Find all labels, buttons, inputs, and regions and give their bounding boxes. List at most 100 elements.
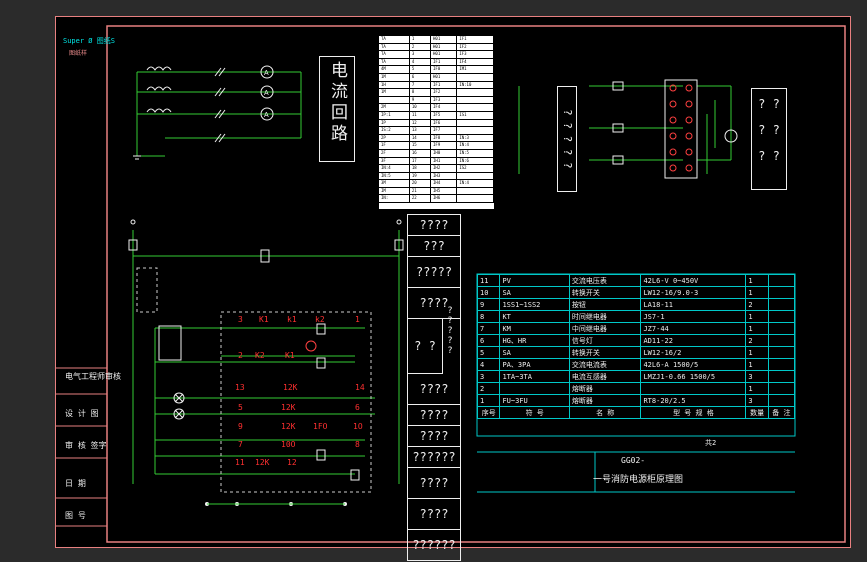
legend-cell: IF2 <box>430 88 458 97</box>
parts-cell: AD11-22 <box>640 334 747 347</box>
legend-cell <box>456 194 494 204</box>
legend-cell: IH6 <box>430 194 458 204</box>
parts-cell: 1SS1~1SS2 <box>499 298 570 311</box>
mini-q: ? <box>447 346 453 356</box>
parts-cell: 熔断器 <box>568 382 642 395</box>
ctl-label: 7 <box>238 440 243 449</box>
current-loop-title: 电流回路 <box>319 56 355 162</box>
legend-cell: 16 <box>409 149 432 158</box>
legend-cell: IP <box>379 119 410 128</box>
svg-text:A: A <box>264 90 269 97</box>
qcell: ??? <box>408 236 460 257</box>
parts-cell: RT8-20/2.5 <box>640 394 747 407</box>
ctl-label: 11 <box>235 458 245 467</box>
parts-cell: 交流电流表 <box>568 358 642 371</box>
parts-header-row: 序号符 号名 称型 号 规 格数量备 注 <box>476 406 796 419</box>
ct2-coil <box>146 86 172 91</box>
legend-cell: 20 <box>409 179 432 188</box>
parts-header-cell: 名 称 <box>568 406 642 419</box>
legend-cell: 19 <box>409 172 432 181</box>
legend-cell: TA <box>379 43 410 52</box>
outer-frame <box>55 16 851 548</box>
parts-cell: 4 <box>476 358 501 371</box>
ctl-label: K2 <box>255 351 265 360</box>
titleblock-row-3: 审 核 签字 <box>65 441 107 450</box>
ctl-label: 12K <box>281 403 296 412</box>
ctl-label: 10O <box>281 440 296 449</box>
legend-cell: 11 <box>409 111 432 120</box>
legend-cell: 2P <box>379 134 410 143</box>
legend-cell: 1H <box>379 81 410 90</box>
ctl-label: 12K <box>283 383 298 392</box>
legend-cell: IF4 <box>456 58 494 67</box>
ammeter-1-icon <box>260 65 274 79</box>
legend-cell: IF7 <box>430 126 458 135</box>
parts-cell: JZ7-44 <box>640 322 747 335</box>
legend-cell: 6 <box>409 73 432 82</box>
legend-cell: IF0 <box>430 65 458 74</box>
qcell: ???? <box>408 426 460 447</box>
parts-cell: 1 <box>745 358 769 371</box>
qcell: ???? <box>408 374 460 405</box>
parts-cell: 2 <box>745 298 769 311</box>
legend-cell: IF1 <box>456 36 494 44</box>
parts-cell: 电流互感器 <box>568 370 642 383</box>
legend-cell: TA <box>379 36 410 44</box>
legend-cell <box>456 187 494 196</box>
current-loop <box>136 71 302 157</box>
legend-cell: IF1 <box>430 58 458 67</box>
parts-cell: 5 <box>476 346 501 359</box>
ctl-label: 12K <box>281 422 296 431</box>
parts-cell: SA <box>499 346 570 359</box>
parts-cell: 交流电压表 <box>568 274 642 287</box>
parts-cell: 1 <box>745 310 769 323</box>
ammeter-3-icon <box>260 107 274 121</box>
ctl-label: 13 <box>235 383 245 392</box>
qcell: ???? <box>408 499 460 530</box>
parts-cell: 中间继电器 <box>568 322 642 335</box>
parts-cell <box>767 334 796 347</box>
terminal-block <box>664 79 698 179</box>
parts-cell: 6 <box>476 334 501 347</box>
legend-cell: IH5 <box>430 187 458 196</box>
parts-cell <box>767 382 796 395</box>
parts-cell: 1 <box>745 286 769 299</box>
ctl-label: K1 <box>259 315 269 324</box>
svg-text:A: A <box>264 112 269 119</box>
legend-cell: TA <box>379 50 410 59</box>
ctl-label: 3 <box>238 315 243 324</box>
legend-cell: 17 <box>409 157 432 166</box>
legend-cell: 15 <box>409 141 432 150</box>
legend-cell: IN:6 <box>456 157 494 166</box>
ctl-label: 8 <box>355 440 360 449</box>
legend-cell: 1 <box>409 36 432 44</box>
parts-cell: 42L6-V 0~450V <box>640 274 747 287</box>
mini-question-stack: ? ? ? ? ? <box>443 306 457 356</box>
legend-cell <box>456 88 494 97</box>
dashed-panel <box>220 311 372 493</box>
legend-cell: IH0 <box>430 149 458 158</box>
legend-cell <box>379 96 410 105</box>
parts-cell <box>767 346 796 359</box>
drawing-number: GG02- <box>621 456 646 465</box>
legend-cell: 14 <box>409 134 432 143</box>
ctl-label: 6 <box>355 403 360 412</box>
parts-cell: 11 <box>476 274 501 287</box>
legend-cell: 4 <box>409 58 432 67</box>
ctl-label: 12K <box>255 458 270 467</box>
ctl-label: k1 <box>287 315 297 324</box>
parts-cell <box>767 358 796 371</box>
